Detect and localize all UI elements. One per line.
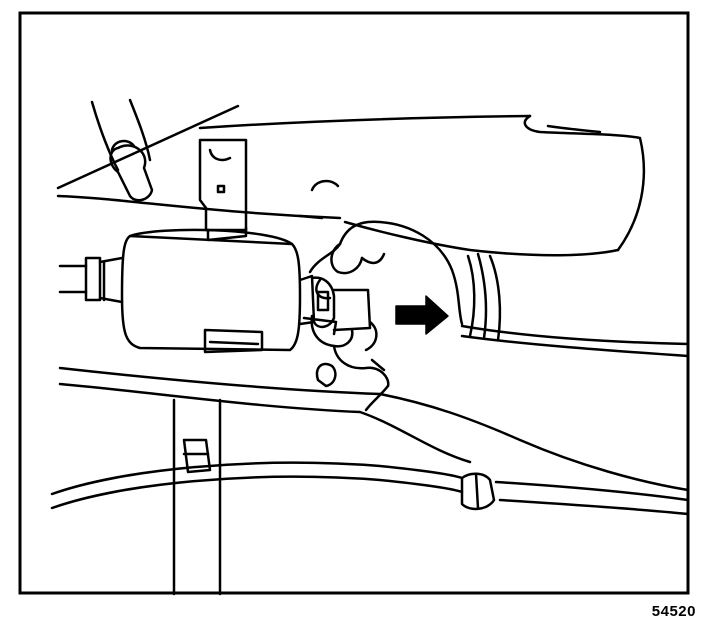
upper-pipe xyxy=(109,139,154,202)
quick-connect-fitting xyxy=(298,274,372,336)
frame-rail xyxy=(58,362,690,492)
pull-direction-arrow xyxy=(395,295,449,335)
figure-number: 54520 xyxy=(651,603,696,620)
right-side-shield xyxy=(460,252,690,358)
fuel-filter xyxy=(120,228,302,354)
inlet-fuel-line xyxy=(58,256,124,304)
technician-hand xyxy=(308,220,464,412)
filter-bracket xyxy=(198,138,248,242)
figure-frame xyxy=(18,11,690,595)
line-clip-right xyxy=(460,472,496,511)
line-clip-left xyxy=(182,438,212,474)
support-post xyxy=(172,398,222,596)
lower-fuel-lines xyxy=(50,461,690,516)
vehicle-floor-pan xyxy=(56,98,646,257)
